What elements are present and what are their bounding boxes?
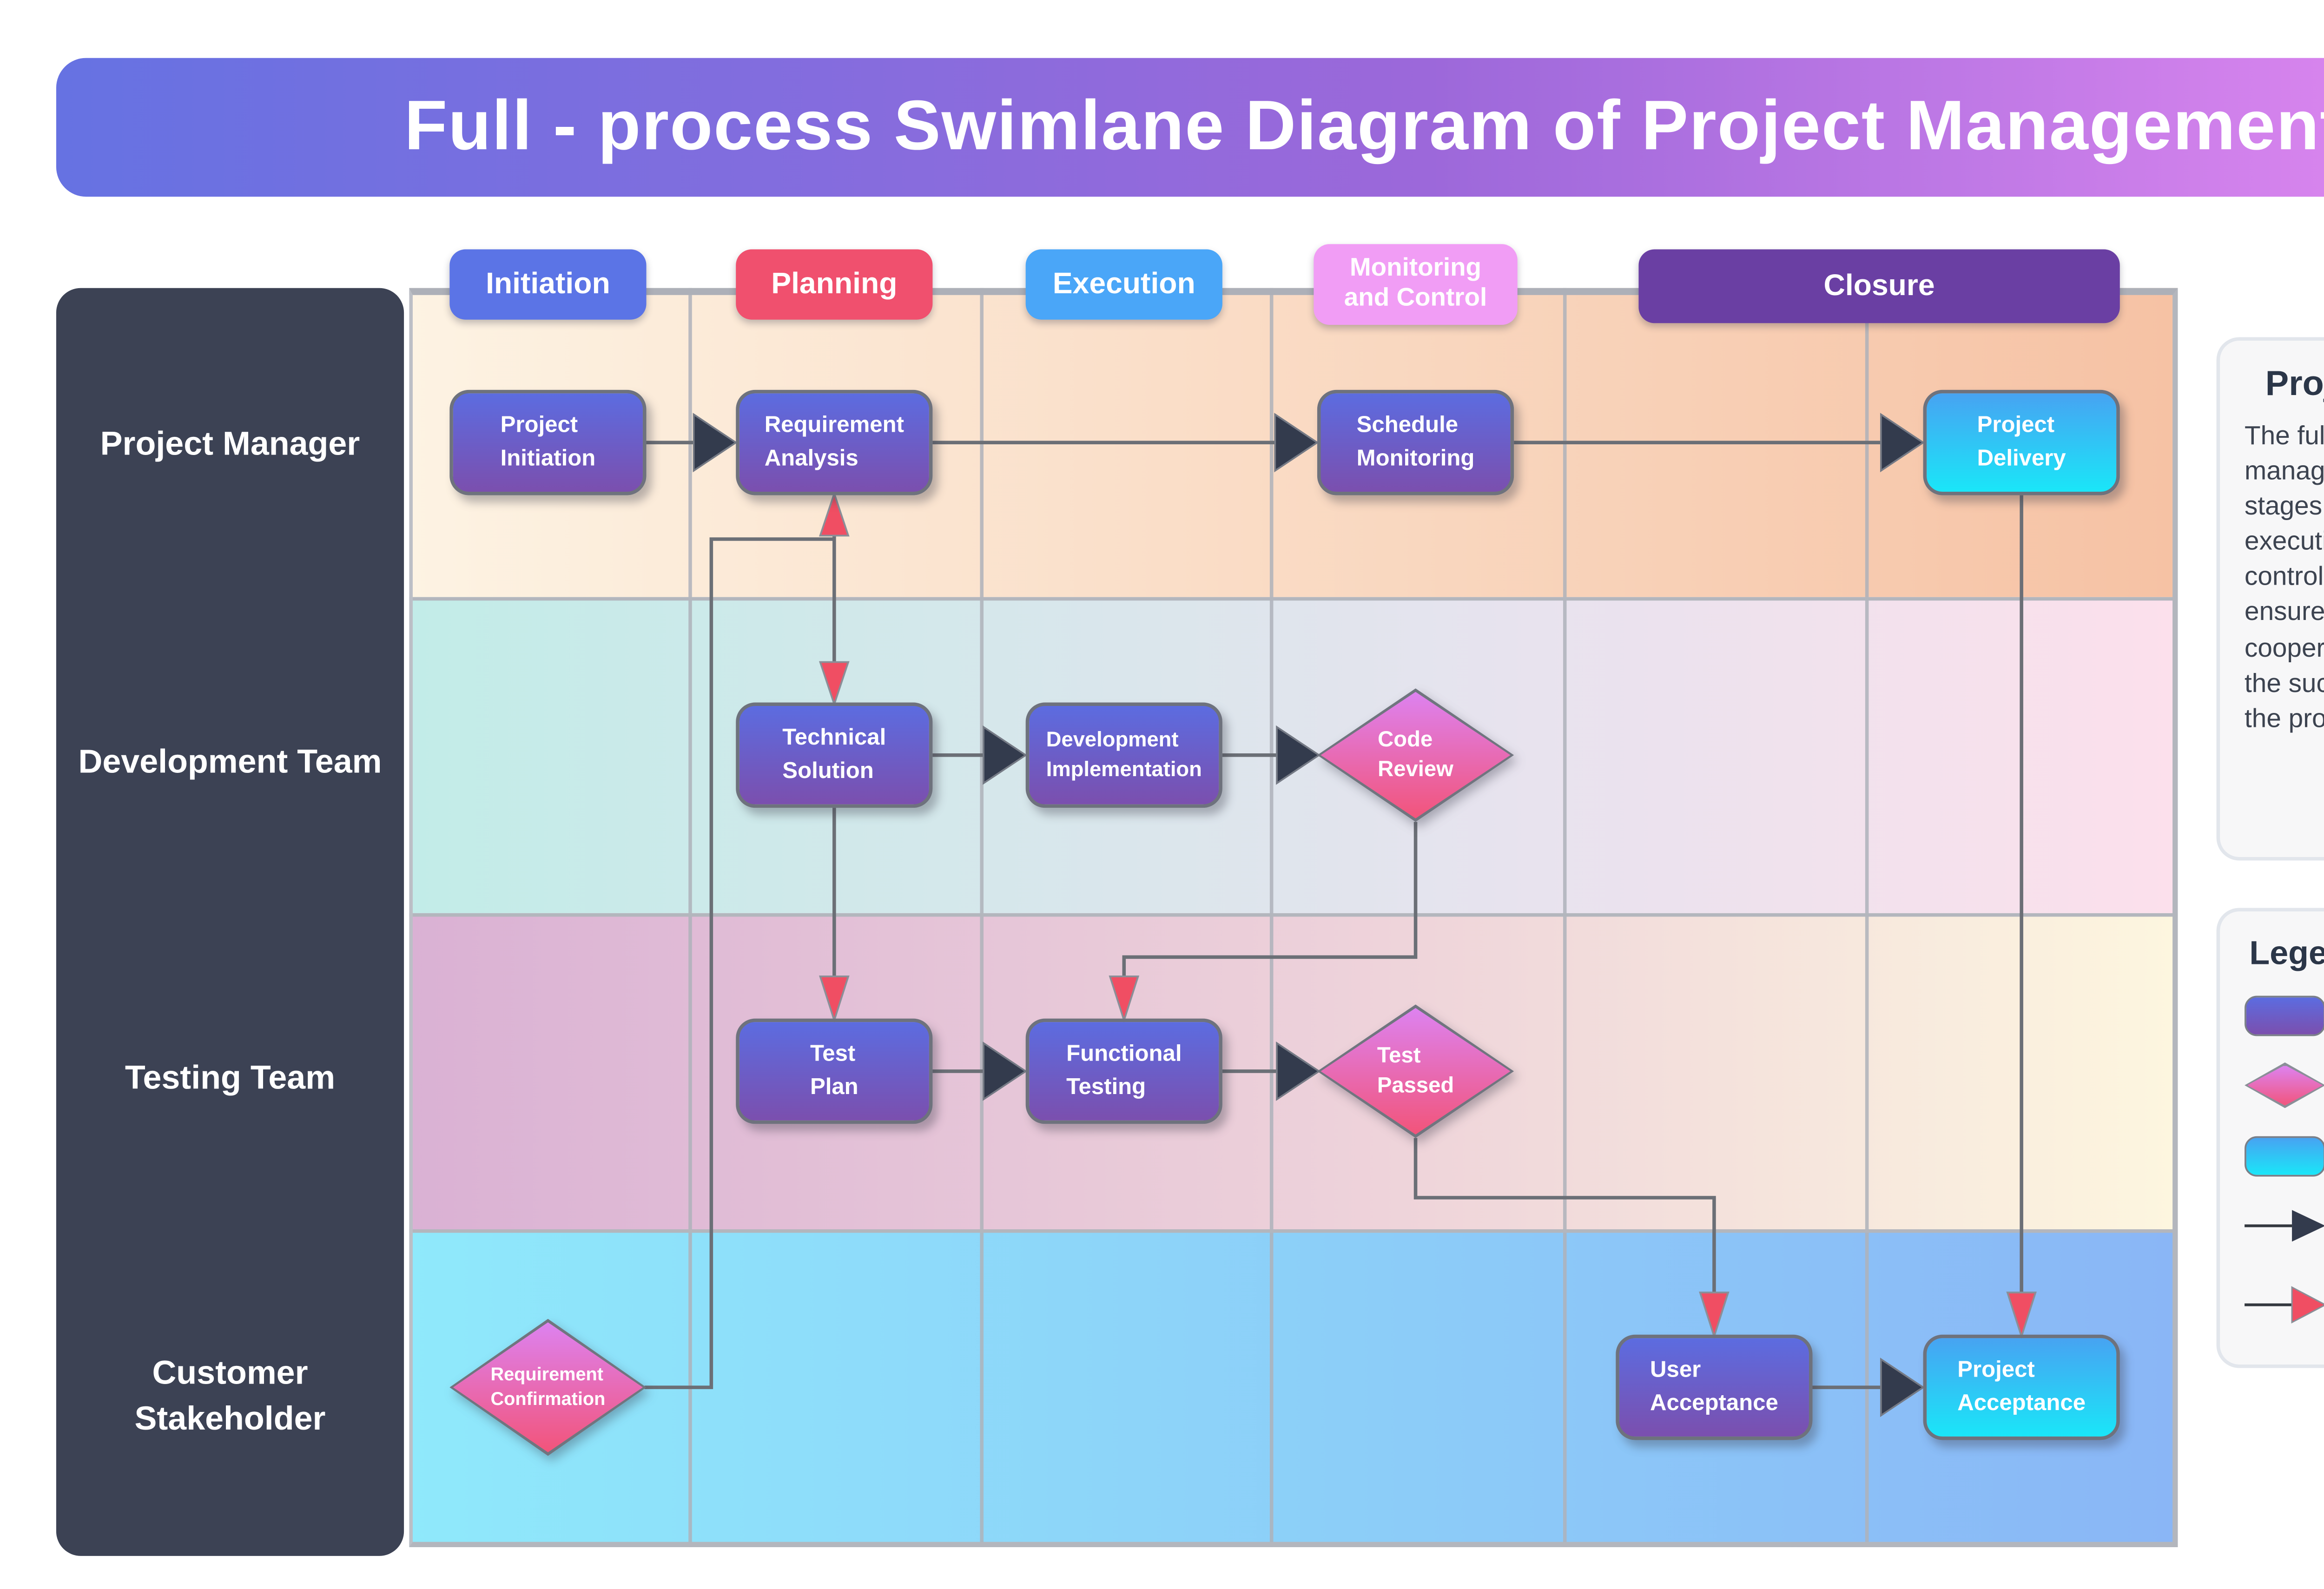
lane-project-manager xyxy=(409,288,2178,597)
lane-divider-1 xyxy=(409,597,2178,601)
decision-node-swatch xyxy=(2245,1062,2324,1108)
overview-body: The full process of project management c… xyxy=(2245,421,2324,734)
column-divider-4 xyxy=(1563,288,1567,1547)
title-bar: Full - process Swimlane Diagram of Proje… xyxy=(56,58,2324,197)
legend-panel: Legend Explanation Process Node Decision… xyxy=(2216,908,2324,1368)
node-schedule-monitoring: Schedule Monitoring xyxy=(1317,389,1514,495)
legend-item-decision-node: Decision Node xyxy=(2245,1062,2324,1108)
legend-item-main-process-line: Main Process Line xyxy=(2245,1203,2324,1248)
column-divider-3 xyxy=(1269,288,1274,1547)
phase-header-execution: Execution xyxy=(1025,249,1222,320)
node-test-passed: Test Passed xyxy=(1317,1004,1514,1138)
lane-label-column: Project Manager Development Team Testing… xyxy=(56,288,404,1556)
lane-development-team xyxy=(409,597,2178,913)
node-requirement-confirmation: Requirement Confirmation xyxy=(449,1319,647,1456)
node-functional-testing: Functional Testing xyxy=(1025,1018,1222,1124)
phase-header-initiation: Initiation xyxy=(449,249,647,320)
phase-header-planning: Planning xyxy=(736,249,933,320)
phase-header-closure: Closure xyxy=(1638,249,2120,323)
main-process-line-icon xyxy=(2245,1203,2324,1248)
collaboration-line-icon xyxy=(2245,1281,2324,1326)
legend-item-deliverable: Deliverable xyxy=(2245,1133,2324,1178)
overview-title: Project Overview xyxy=(2265,365,2324,404)
column-divider-2 xyxy=(980,288,984,1547)
node-test-plan: Test Plan xyxy=(736,1018,933,1124)
legend-item-process-node: Process Node xyxy=(2245,992,2324,1038)
lane-customer-stakeholder xyxy=(409,1229,2178,1547)
lane-divider-2 xyxy=(409,913,2178,917)
lane-divider-3 xyxy=(409,1229,2178,1233)
node-code-review: Code Review xyxy=(1317,688,1514,822)
phase-header-monitoring-and-control: Monitoring and Control xyxy=(1314,244,1518,325)
column-divider-5 xyxy=(1865,288,1869,1547)
diagram-title: Full - process Swimlane Diagram of Proje… xyxy=(404,87,2324,165)
node-development-implementation: Development Implementation xyxy=(1025,702,1222,808)
node-project-acceptance: Project Acceptance xyxy=(1923,1334,2120,1440)
column-divider-1 xyxy=(688,288,692,1547)
lane-label-customer-stakeholder: Customer Stakeholder xyxy=(134,1356,326,1438)
lane-label-development-team: Development Team xyxy=(78,744,382,782)
node-project-delivery: Project Delivery xyxy=(1923,389,2120,495)
node-user-acceptance: User Acceptance xyxy=(1616,1334,1813,1440)
lane-label-testing-team: Testing Team xyxy=(125,1061,336,1099)
legend-title: Legend Explanation xyxy=(2249,936,2324,973)
lane-testing-team xyxy=(409,913,2178,1230)
lane-area xyxy=(409,288,2178,1547)
node-technical-solution: Technical Solution xyxy=(736,702,933,808)
lane-label-project-manager: Project Manager xyxy=(100,427,360,465)
process-node-swatch xyxy=(2245,992,2324,1038)
project-overview-panel: Project Overview The full process of pro… xyxy=(2216,337,2324,861)
legend-item-collaboration-relationship: Collaboration Relationship xyxy=(2245,1273,2324,1334)
node-requirement-analysis: Requirement Analysis xyxy=(736,389,933,495)
deliverable-swatch xyxy=(2245,1133,2324,1178)
node-project-initiation: Project Initiation xyxy=(449,389,647,495)
